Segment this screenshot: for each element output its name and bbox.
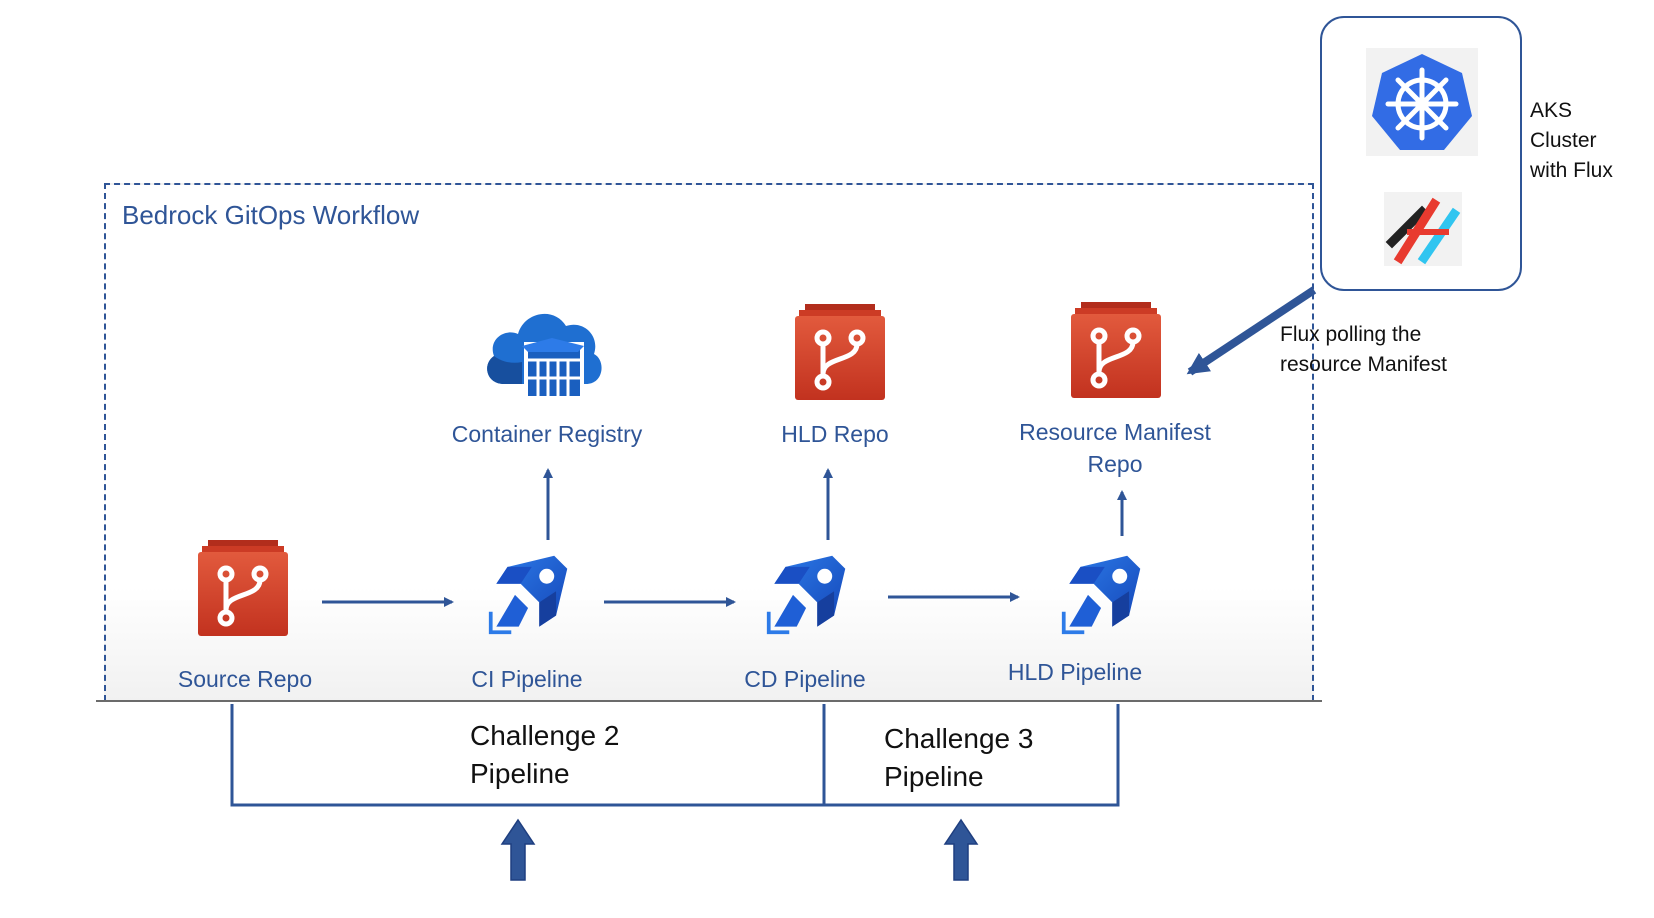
container-registry-label: Container Registry (451, 421, 643, 447)
hld-repo-label: HLD Repo (781, 421, 889, 447)
challenge-2-label: Challenge 2 Pipeline (470, 720, 620, 789)
challenge-2-up-arrow (500, 818, 536, 881)
resource-manifest-repo-label-line1: Resource Manifest (1019, 419, 1211, 445)
challenge-3-label: Challenge 3 Pipeline (884, 723, 1034, 792)
container-registry-icon (487, 313, 602, 400)
workflow-baseline (96, 700, 1322, 702)
hld-pipeline-label: HLD Pipeline (1007, 659, 1143, 685)
challenge-3-up-arrow (943, 818, 979, 881)
flux-icon (1384, 192, 1462, 266)
aks-cluster-label: AKS Cluster with Flux (1530, 99, 1613, 182)
source-repo-label: Source Repo (177, 666, 313, 692)
ci-pipeline-label: CI Pipeline (471, 666, 583, 692)
challenge-3-bracket (824, 704, 1120, 807)
resource-manifest-repo-label-line2: Repo (1087, 451, 1143, 477)
kubernetes-icon (1366, 48, 1478, 156)
flux-polling-note: Flux polling the resource Manifest (1280, 323, 1447, 376)
arrow-flux-polling (1186, 286, 1317, 376)
cd-pipeline-label: CD Pipeline (744, 666, 866, 692)
challenge-2-bracket (230, 704, 826, 807)
workflow-title: Bedrock GitOps Workflow (122, 200, 420, 230)
